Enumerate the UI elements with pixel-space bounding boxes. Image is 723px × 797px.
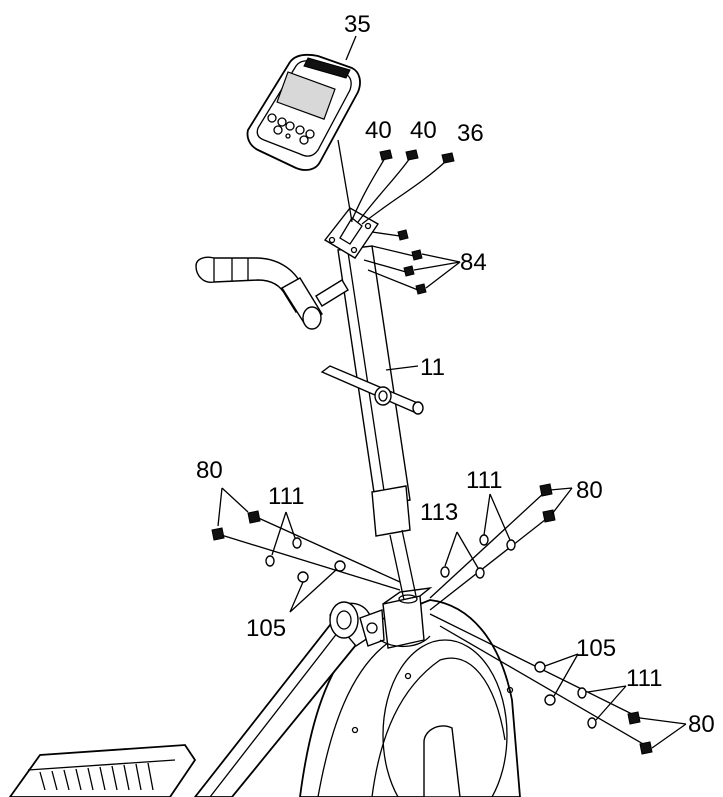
label-washer-left-top: 111 [268, 483, 304, 510]
label-washer-right-mid: 105 [576, 635, 616, 662]
upright-base-bracket [379, 586, 433, 649]
console-buttons [267, 113, 315, 145]
label-bolt-left: 80 [196, 457, 223, 484]
label-washer-center: 113 [420, 499, 458, 526]
label-washer-left-bottom: 105 [246, 615, 286, 642]
left-arm-rail [193, 601, 385, 797]
label-wire-a: 40 [365, 117, 392, 144]
upright-tube [320, 245, 424, 601]
right-lower-hardware [429, 613, 687, 755]
label-washer-right-lower: 111 [626, 665, 662, 692]
wire-connectors [337, 139, 455, 225]
handlebar [195, 256, 349, 330]
label-washer-right-top: 111 [466, 467, 502, 494]
label-console: 35 [344, 11, 371, 38]
right-top-hardware [429, 483, 573, 611]
console-leader [345, 35, 357, 61]
left-hardware [211, 487, 401, 613]
console-mount-plate [323, 207, 380, 259]
label-bolt-right-top: 80 [576, 477, 603, 504]
label-upright-tube: 11 [420, 354, 445, 381]
console-bolts [363, 229, 461, 295]
pedal [8, 744, 197, 797]
console-display [276, 71, 336, 120]
upright-tube-leader [385, 365, 419, 371]
label-console-bolts: 84 [460, 249, 487, 276]
label-wire-b: 40 [410, 117, 437, 144]
console [246, 54, 361, 171]
label-bolt-right-bottom: 80 [688, 711, 715, 738]
pedal-grip [39, 762, 154, 791]
label-wire-c: 36 [457, 120, 484, 147]
